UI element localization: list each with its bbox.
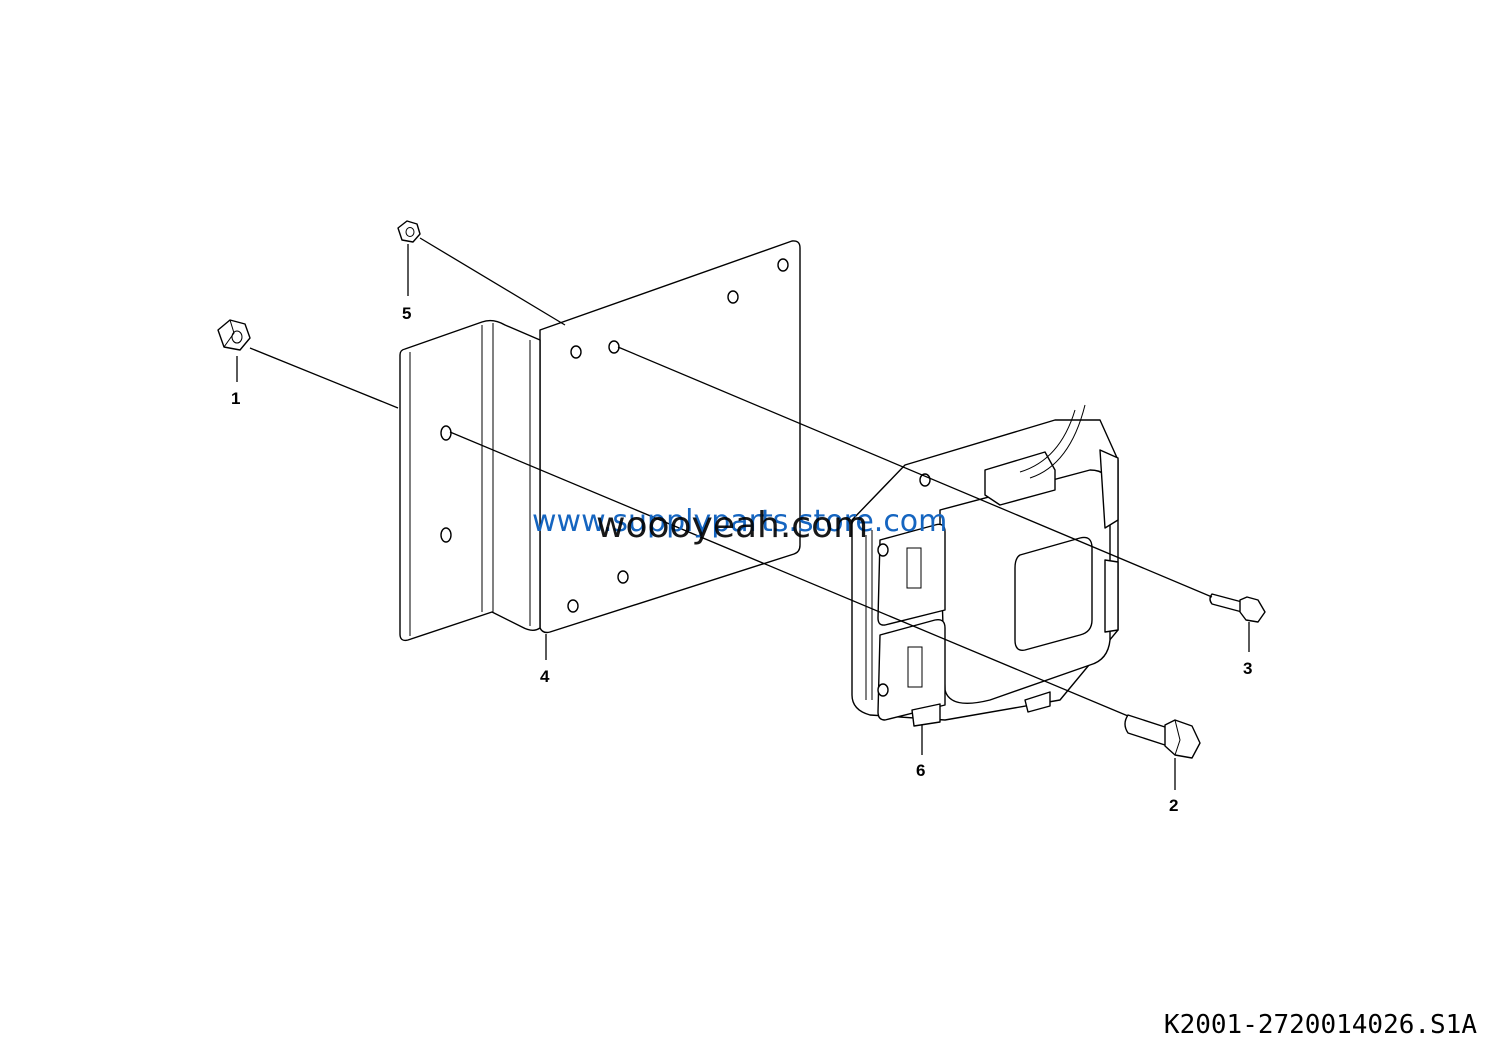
callout-6: 6 bbox=[916, 761, 925, 780]
callout-2: 2 bbox=[1169, 796, 1178, 815]
callout-3: 3 bbox=[1243, 659, 1252, 678]
hex-nut-5 bbox=[397, 220, 421, 243]
callout-1: 1 bbox=[231, 389, 240, 408]
watermark-secondary: woooyeah.com bbox=[596, 505, 869, 546]
bolt-3 bbox=[1209, 593, 1266, 623]
drawing-code-label: K2001-2720014026.S1A bbox=[1163, 1010, 1477, 1040]
callout-4: 4 bbox=[540, 667, 550, 686]
control-unit bbox=[851, 404, 1119, 727]
callout-5: 5 bbox=[402, 304, 411, 323]
watermark-primary: www.supplyparts.store.com bbox=[532, 504, 948, 539]
hex-nut-1 bbox=[217, 319, 251, 351]
leader-lines bbox=[236, 237, 1250, 790]
bracket-holes bbox=[440, 258, 789, 613]
mounting-bracket bbox=[399, 240, 801, 642]
bolt-2 bbox=[1124, 714, 1201, 759]
